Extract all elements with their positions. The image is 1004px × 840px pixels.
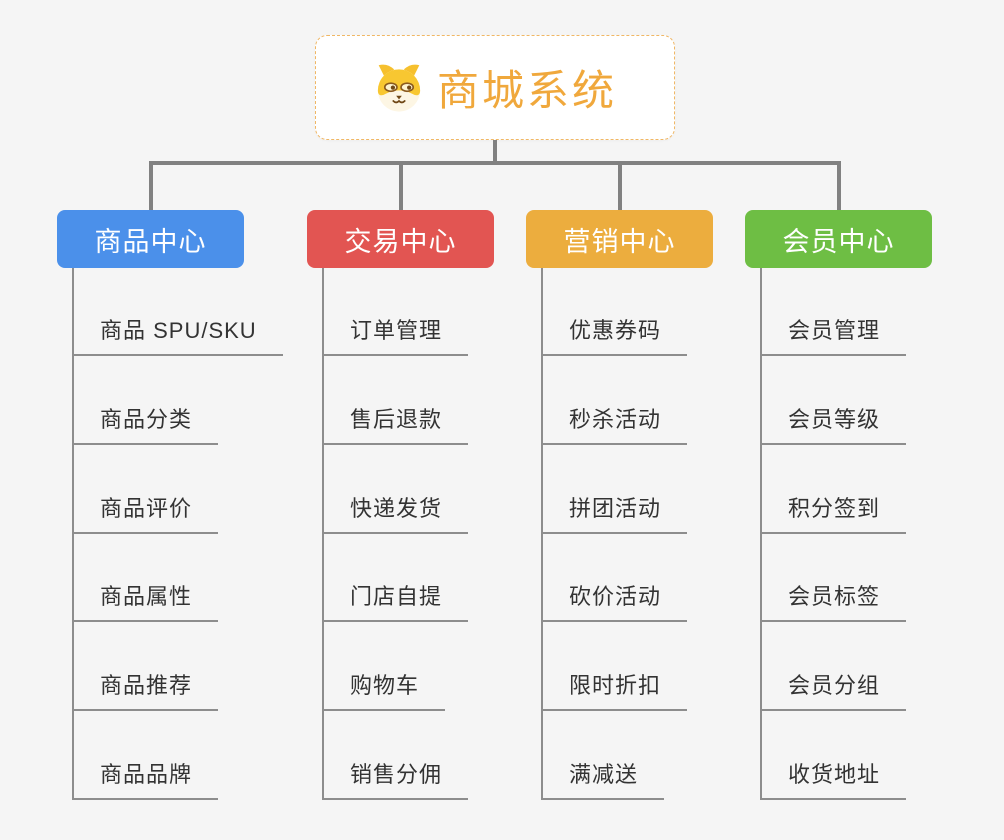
shiba-dog-face-icon [377, 64, 421, 112]
branch-node-1[interactable]: 商品中心 [57, 210, 244, 268]
leaf-node[interactable]: 商品推荐 [72, 671, 219, 711]
leaf-node[interactable]: 订单管理 [322, 316, 469, 356]
leaf-node[interactable]: 优惠券码 [541, 316, 688, 356]
connector-line [836, 161, 841, 210]
connector-line [617, 161, 622, 210]
leaf-node[interactable]: 收货地址 [760, 760, 907, 800]
branch-child-line [72, 268, 74, 800]
leaf-node[interactable]: 售后退款 [322, 405, 469, 445]
leaf-node[interactable]: 会员等级 [760, 405, 907, 445]
branch-child-line [322, 268, 324, 800]
leaf-node[interactable]: 商品品牌 [72, 760, 219, 800]
connector-line [398, 161, 403, 210]
branch-node-4[interactable]: 会员中心 [745, 210, 932, 268]
leaf-node[interactable]: 销售分佣 [322, 760, 469, 800]
root-node[interactable]: 商城系统 [315, 35, 675, 140]
leaf-node[interactable]: 快递发货 [322, 494, 469, 534]
leaf-node[interactable]: 会员分组 [760, 671, 907, 711]
connector-line [148, 161, 841, 165]
leaf-node[interactable]: 门店自提 [322, 582, 469, 622]
branch-child-line [541, 268, 543, 800]
leaf-node[interactable]: 砍价活动 [541, 582, 688, 622]
leaf-node[interactable]: 会员标签 [760, 582, 907, 622]
branch-node-2[interactable]: 交易中心 [307, 210, 494, 268]
leaf-node[interactable]: 秒杀活动 [541, 405, 688, 445]
leaf-node[interactable]: 拼团活动 [541, 494, 688, 534]
leaf-node[interactable]: 购物车 [322, 671, 446, 711]
connector-line [493, 140, 497, 165]
leaf-node[interactable]: 商品属性 [72, 582, 219, 622]
leaf-node[interactable]: 积分签到 [760, 494, 907, 534]
branch-child-line [760, 268, 762, 800]
leaf-node[interactable]: 满减送 [541, 760, 665, 800]
leaf-node[interactable]: 商品 SPU/SKU [72, 316, 283, 356]
branch-node-3[interactable]: 营销中心 [526, 210, 713, 268]
leaf-node[interactable]: 会员管理 [760, 316, 907, 356]
leaf-node[interactable]: 限时折扣 [541, 671, 688, 711]
leaf-node[interactable]: 商品评价 [72, 494, 219, 534]
leaf-node[interactable]: 商品分类 [72, 405, 219, 445]
root-title: 商城系统 [436, 67, 617, 114]
connector-line [148, 161, 153, 210]
